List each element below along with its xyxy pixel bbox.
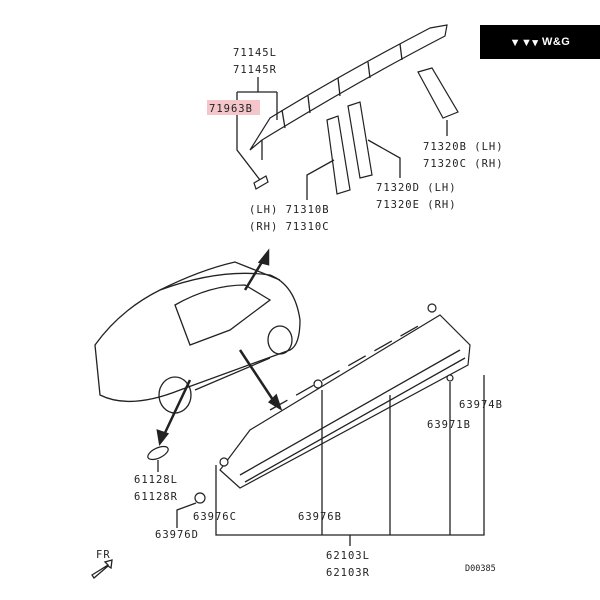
logo-text: W&G (541, 36, 571, 48)
label-71320E[interactable]: 71320E (RH) (376, 199, 457, 211)
label-62103R[interactable]: 62103R (326, 567, 370, 579)
highlight-box (207, 100, 260, 115)
label-71310B[interactable]: (LH) 71310B (249, 204, 330, 216)
label-63976C[interactable]: 63976C (193, 511, 237, 523)
label-71320D[interactable]: 71320D (LH) (376, 182, 457, 194)
label-62103L[interactable]: 62103L (326, 550, 370, 562)
label-71145L[interactable]: 71145L (233, 47, 277, 59)
pillar-garnish-center-front[interactable] (326, 115, 351, 195)
side-sill-garnish[interactable] (219, 314, 471, 489)
car-illustration (94, 261, 301, 414)
clip-71963B[interactable] (253, 175, 269, 190)
label-63976B[interactable]: 63976B (298, 511, 342, 523)
label-71145R[interactable]: 71145R (233, 64, 277, 76)
brand-logo: ▼▼▾ W&G (480, 25, 600, 59)
label-63971B[interactable]: 63971B (427, 419, 471, 431)
arrows (156, 248, 283, 447)
pillar-garnish-center-rear[interactable] (347, 101, 373, 179)
label-71963B[interactable]: 71963B (209, 103, 253, 115)
label-71320C[interactable]: 71320C (RH) (423, 158, 504, 170)
label-63974B[interactable]: 63974B (459, 399, 503, 411)
label-63976D[interactable]: 63976D (155, 529, 199, 541)
front-label: FR (96, 549, 111, 561)
label-61128L[interactable]: 61128L (134, 474, 178, 486)
triangles-logo-icon: ▼▼▾ (509, 36, 542, 49)
label-71310C[interactable]: (RH) 71310C (249, 221, 330, 233)
pillar-garnish-rear[interactable] (417, 67, 459, 119)
mud-guard-clip[interactable] (146, 444, 170, 462)
roof-molding[interactable] (249, 24, 448, 160)
front-direction-arrow-icon (91, 559, 113, 579)
label-71320B[interactable]: 71320B (LH) (423, 141, 504, 153)
fasteners[interactable] (194, 303, 454, 504)
label-61128R[interactable]: 61128R (134, 491, 178, 503)
diagram-id: D00385 (465, 564, 496, 574)
